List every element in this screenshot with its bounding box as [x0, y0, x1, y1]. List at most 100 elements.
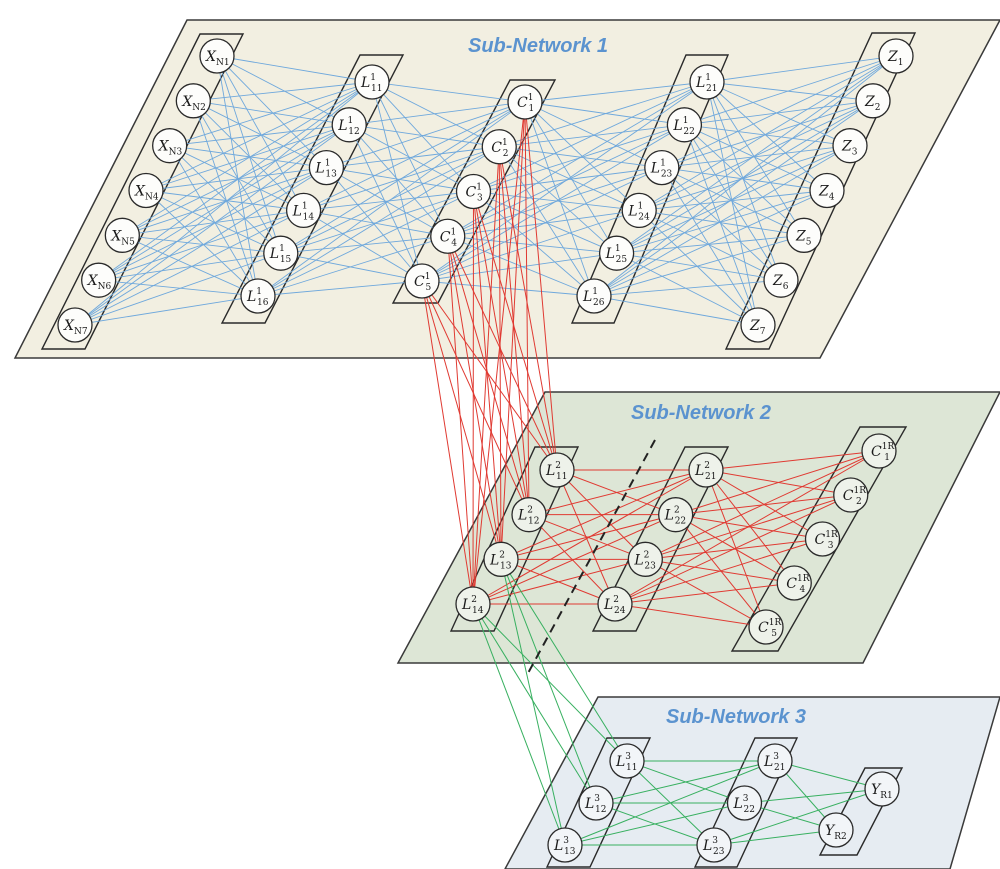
column-frame-net3-l1 — [545, 737, 652, 868]
node-label: XN7 — [63, 318, 88, 337]
net1-l2-to-output-edge — [706, 81, 805, 236]
net1-input-to-l1-edge — [122, 234, 259, 297]
net1-input-to-l1-edge — [145, 81, 373, 191]
net1-l2-to-output-edge — [706, 81, 828, 191]
node-net1-outputs-3: Z3 — [832, 128, 868, 164]
node-circle — [507, 84, 543, 120]
net1-l1-to-c-edge — [349, 124, 500, 148]
net1-c-to-net2-l1-edge — [473, 191, 502, 560]
node-circle — [763, 262, 799, 298]
node-label: XN6 — [87, 273, 112, 292]
net1-l2-to-output-edge — [661, 167, 805, 236]
node-net1-inputs-1: XN1 — [199, 38, 235, 74]
net2-l1-to-l2-edge — [528, 469, 707, 516]
net1-input-to-l1-edge — [145, 190, 281, 254]
node-label: YR1 — [871, 782, 893, 801]
net1-input-to-l1-edge — [98, 252, 281, 281]
net1-c-to-l2-edge — [524, 101, 685, 126]
net2-l2-to-c-edge — [705, 450, 880, 471]
node-net1-inputs-2: XN2 — [175, 83, 211, 119]
net2-l2-to-c-edge — [614, 603, 767, 628]
net2-l2-to-c-edge — [614, 450, 880, 605]
node-circle — [331, 107, 367, 143]
net1-c-to-net2-l1-edge — [473, 191, 558, 471]
net1-l2-to-output-edge — [639, 209, 805, 236]
net2-l1-to-net3-l1-edge — [472, 603, 628, 762]
net1-input-to-l1-edge — [193, 81, 373, 102]
node-circle — [696, 827, 732, 863]
net1-input-to-l1-edge — [122, 209, 304, 236]
sub-network-3-plane — [504, 696, 1000, 869]
net1-l2-to-output-edge — [684, 100, 874, 126]
net1-l2-to-output-edge — [684, 55, 897, 126]
net1-input-to-l1-edge — [169, 145, 282, 254]
net1-l2-to-output-edge — [684, 124, 805, 236]
net1-c-to-net2-l1-edge — [421, 280, 558, 471]
node-label: Z2 — [864, 94, 880, 113]
node-label: XN3 — [158, 139, 183, 158]
net3-l2-to-output-edge — [744, 788, 883, 804]
net1-c-to-net2-l1-edge — [447, 236, 530, 515]
net1-l2-to-output-edge — [706, 81, 759, 326]
net1-input-to-l1-edge — [169, 145, 259, 297]
net1-c-to-net2-l1-edge — [421, 280, 502, 560]
node-net3-outputs-2: YR2 — [818, 812, 854, 848]
node-label: XN5 — [110, 228, 135, 247]
net1-l2-to-output-edge — [593, 279, 782, 297]
net1-l1-to-c-edge — [371, 81, 526, 103]
net1-c-to-net2-l1-edge — [498, 146, 530, 515]
net1-l2-to-output-edge — [684, 124, 851, 147]
node-net1-inputs-5: XN5 — [104, 217, 140, 253]
net1-input-to-l1-edge — [74, 167, 327, 326]
node-circle — [621, 192, 657, 229]
node-circle — [285, 192, 322, 229]
node-circle — [199, 38, 235, 74]
net1-input-to-l1-edge — [145, 124, 350, 191]
node-circle — [864, 771, 900, 807]
net1-input-to-l1-edge — [122, 167, 327, 236]
node-label: YR2 — [825, 823, 847, 842]
node-circle — [175, 83, 211, 119]
net1-c-to-net2-l1-edge — [472, 146, 500, 605]
node-label: XN1 — [205, 49, 230, 68]
node-label: Z5 — [795, 228, 812, 247]
node-circle — [511, 497, 547, 533]
node-net1-outputs-6: Z6 — [763, 262, 799, 298]
net1-c-to-net2-l1-edge — [500, 101, 526, 560]
net2-l1-to-net3-l1-edge — [500, 559, 628, 762]
net3-l2-to-output-edge — [713, 829, 837, 846]
net1-l2-to-output-edge — [616, 55, 897, 254]
net1-l2-to-output-edge — [639, 100, 874, 211]
net1-l2-to-output-edge — [616, 145, 851, 254]
net1-input-to-l1-edge — [98, 279, 259, 297]
node-circle — [481, 129, 517, 165]
net1-c-to-l2-edge — [421, 124, 685, 282]
net1-input-to-l1-edge — [192, 100, 282, 254]
node-circle — [81, 262, 117, 298]
net1-l2-to-output-edge — [616, 234, 805, 254]
net1-c-to-l2-edge — [421, 167, 662, 282]
net1-c-to-net2-l1-edge — [524, 101, 558, 471]
net1-c-to-net2-l1-edge — [498, 146, 502, 560]
net1-l2-to-output-edge — [684, 124, 782, 281]
net1-l2-to-output-edge — [661, 167, 782, 281]
net1-l1-to-c-edge — [348, 124, 474, 192]
net1-c-to-l2-edge — [499, 81, 708, 148]
node-net1-inputs-6: XN6 — [81, 262, 117, 298]
